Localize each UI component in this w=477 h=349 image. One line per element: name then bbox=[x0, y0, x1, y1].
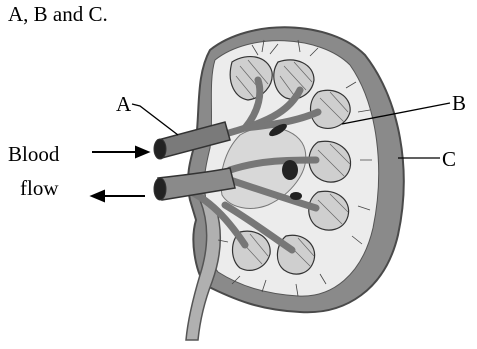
blood-flow-label-line2: flow bbox=[20, 178, 59, 199]
label-c: C bbox=[442, 149, 456, 170]
label-b: B bbox=[452, 93, 466, 114]
renal-artery-opening bbox=[154, 139, 166, 159]
blood-flow-arrows bbox=[92, 147, 148, 201]
blood-flow-label-line1: Blood bbox=[8, 144, 59, 165]
label-a: A bbox=[116, 94, 131, 115]
renal-vein-opening bbox=[154, 178, 166, 200]
label-a-leader bbox=[132, 104, 178, 135]
pyramid-2 bbox=[274, 60, 314, 99]
inflow-arrowhead bbox=[136, 147, 148, 157]
outflow-arrowhead bbox=[92, 191, 104, 201]
